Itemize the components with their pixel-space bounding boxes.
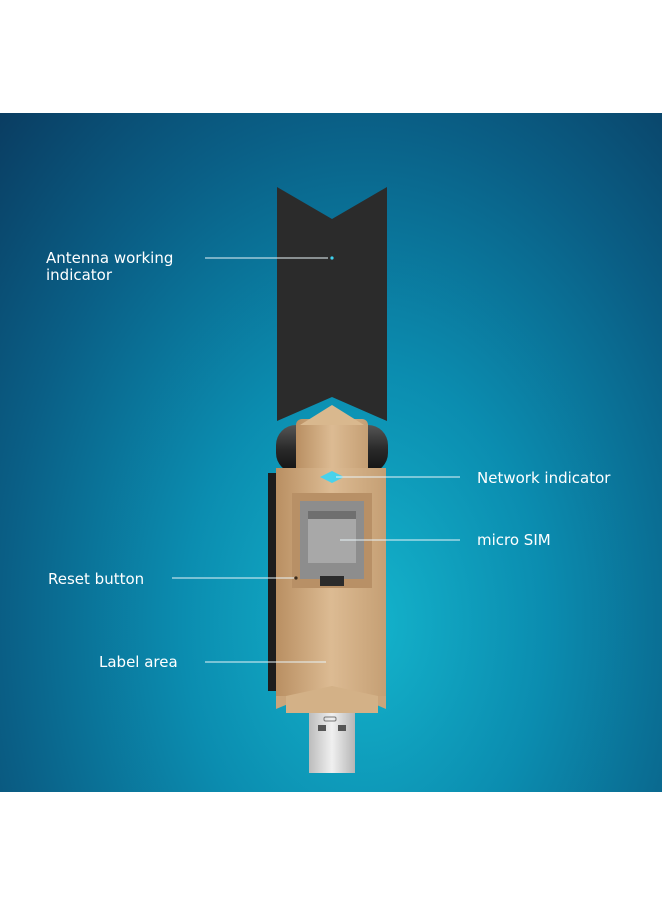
sim-latch bbox=[320, 576, 344, 586]
label-area-label: Label area bbox=[99, 653, 178, 671]
hinge-gold-collar bbox=[296, 419, 368, 477]
reset-button-label: Reset button bbox=[48, 570, 145, 588]
reset-pinhole bbox=[294, 576, 298, 580]
antenna-flap bbox=[277, 187, 387, 421]
antenna-working-indicator-label: Antenna working indicator bbox=[46, 250, 173, 284]
usb-collar bbox=[286, 686, 378, 713]
micro-sim-card bbox=[308, 511, 356, 563]
modem-body-shadow bbox=[268, 473, 278, 691]
usb-modem-illustration bbox=[172, 187, 460, 773]
antenna-label-line-1: Antenna working bbox=[46, 249, 174, 267]
product-diagram-panel: Antenna working indicator Network indica… bbox=[0, 113, 662, 792]
micro-sim-label: micro SIM bbox=[477, 531, 551, 549]
antenna-indicator-dot bbox=[330, 256, 334, 260]
network-indicator-label: Network indicator bbox=[477, 469, 611, 487]
antenna-label-line-2: indicator bbox=[46, 266, 113, 284]
usb-plug bbox=[309, 713, 355, 773]
network-indicator-light bbox=[320, 471, 344, 483]
